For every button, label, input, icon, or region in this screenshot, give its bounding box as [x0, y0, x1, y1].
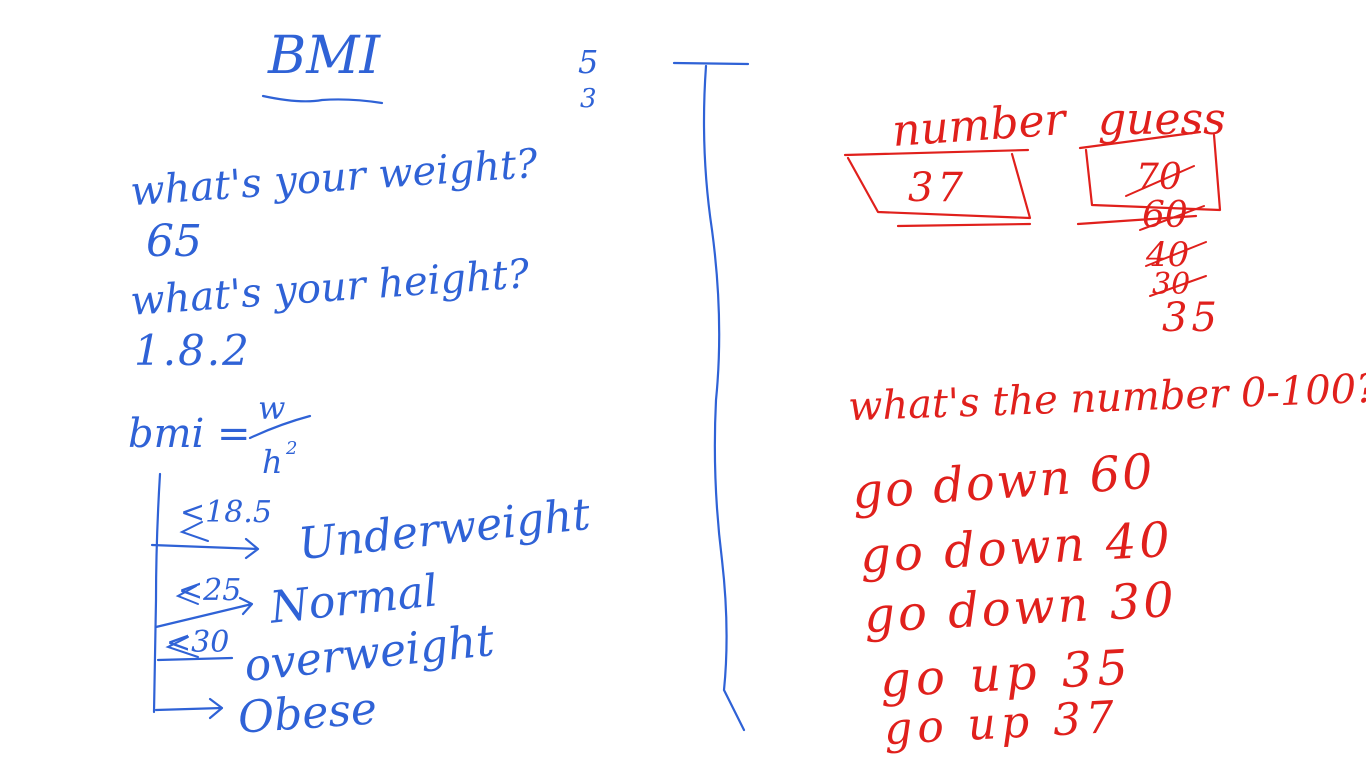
branch-arrow-4 — [154, 697, 224, 720]
guess-history-70: 70 — [1136, 157, 1182, 198]
less-than-1 — [179, 521, 209, 542]
divider-line — [702, 64, 746, 732]
fraction-bar — [248, 414, 312, 440]
formula-denominator: h — [262, 443, 283, 481]
title-underline — [261, 94, 384, 105]
formula-numerator: w — [258, 389, 286, 427]
strike-40 — [1145, 241, 1207, 267]
fraction-top: 5 — [578, 43, 599, 81]
guess-history-60: 60 — [1142, 195, 1188, 236]
guess-label: guess — [1098, 94, 1226, 145]
branch-cond-normal: <25 — [178, 573, 242, 608]
game-step-5: go up 37 — [882, 691, 1121, 756]
bmi-title: BMI — [268, 26, 380, 86]
branch-arrow-1 — [150, 537, 260, 560]
branch-cond-underweight: <18.5 — [180, 495, 272, 530]
formula-lhs: bmi = — [128, 411, 251, 457]
guess-history-40: 40 — [1146, 235, 1190, 275]
guess-history-35: 35 — [1162, 295, 1221, 341]
formula-exponent: 2 — [286, 438, 298, 459]
branch-arrow-3 — [156, 656, 234, 662]
height-answer: 1.8.2 — [134, 326, 251, 375]
branch-arrow-2 — [154, 596, 254, 629]
strike-30 — [1149, 275, 1207, 297]
tree-trunk — [152, 472, 162, 714]
number-value: 37 — [908, 165, 967, 211]
number-label: number — [890, 94, 1068, 157]
strike-70 — [1125, 165, 1195, 197]
strike-60 — [1139, 205, 1205, 231]
less-than-3 — [165, 636, 199, 658]
branch-label-obese: Obese — [236, 683, 379, 744]
branch-cond-overweight: <30 — [166, 625, 230, 660]
guess-history-30: 30 — [1152, 267, 1191, 302]
number-box — [843, 148, 1032, 228]
fraction-bottom: 3 — [580, 84, 597, 114]
less-than-2 — [175, 585, 199, 605]
weight-answer: 65 — [146, 216, 202, 267]
divider-top — [672, 61, 750, 66]
